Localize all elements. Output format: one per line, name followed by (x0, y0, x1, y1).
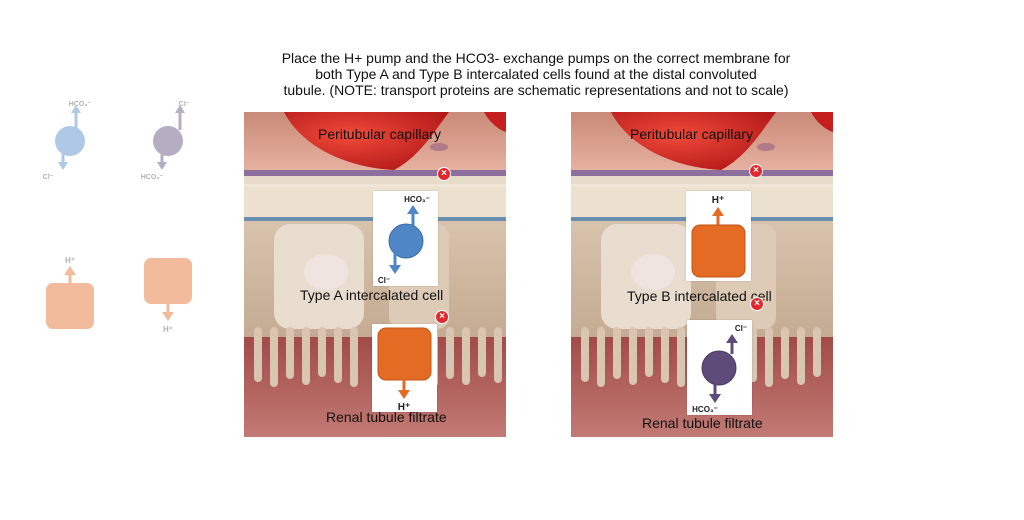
type-b-cell-label: Type B intercalated cell (627, 288, 772, 304)
type-a-bottom-ion: H⁺ (398, 402, 411, 412)
palette-pump-down[interactable]: H⁺ (140, 256, 196, 336)
type-a-top-in-ion: Cl⁻ (378, 276, 390, 285)
type-a-filtrate-label: Renal tubule filtrate (326, 409, 447, 425)
type-b-bottom-in-ion: HCO₃⁻ (692, 405, 718, 414)
palette-purple-out-ion: Cl⁻ (179, 101, 190, 108)
exchanger-blue-icon: HCO₃⁻ Cl⁻ (43, 101, 92, 181)
proton-pump-up-icon: H⁺ (691, 195, 746, 278)
type-a-bottom-remove-icon[interactable]: × (436, 311, 448, 323)
type-a-top-slot[interactable]: HCO₃⁻ Cl⁻ (373, 191, 438, 286)
proton-pump-down-icon: H⁺ (377, 327, 432, 412)
type-b-top-slot[interactable]: H⁺ (686, 191, 751, 281)
palette-pump-down-ion: H⁺ (163, 325, 173, 334)
type-b-bottom-remove-icon[interactable]: × (751, 298, 763, 310)
palette-pump-up[interactable]: H⁺ (42, 253, 98, 333)
exchanger-purple-icon: Cl⁻ HCO₃⁻ (141, 101, 190, 181)
palette-pump-up-ion: H⁺ (65, 256, 75, 265)
type-b-top-remove-icon[interactable]: × (750, 165, 762, 177)
type-a-top-out-ion: HCO₃⁻ (404, 195, 430, 204)
proton-pump-down-icon: H⁺ (144, 258, 192, 334)
type-b-capillary-label: Peritubular capillary (630, 126, 753, 142)
instructions: Place the H+ pump and the HCO3- exchange… (236, 50, 836, 98)
type-b-top-ion: H⁺ (712, 195, 725, 206)
instructions-line-2: both Type A and Type B intercalated cell… (315, 66, 757, 82)
instructions-line-1: Place the H+ pump and the HCO3- exchange… (281, 50, 791, 66)
type-a-cell-label: Type A intercalated cell (300, 287, 444, 303)
proton-pump-up-icon: H⁺ (46, 256, 94, 329)
exchanger-purple-icon: Cl⁻ HCO₃⁻ (692, 324, 747, 414)
type-b-bottom-out-ion: Cl⁻ (735, 324, 747, 333)
type-b-panel: Peritubular capillary × H⁺ Type B interc… (571, 112, 833, 437)
palette-exchanger-purple[interactable]: Cl⁻ HCO₃⁻ (140, 96, 200, 186)
type-a-capillary-label: Peritubular capillary (318, 126, 441, 142)
type-a-tissue-illustration (244, 112, 506, 437)
type-a-panel: Peritubular capillary × HCO₃⁻ Cl⁻ Type A… (244, 112, 506, 437)
palette-blue-out-ion: HCO₃⁻ (69, 101, 92, 108)
type-b-bottom-slot[interactable]: Cl⁻ HCO₃⁻ (687, 320, 752, 415)
type-a-bottom-slot[interactable]: H⁺ (372, 324, 437, 412)
type-a-top-remove-icon[interactable]: × (438, 168, 450, 180)
exchanger-blue-icon: HCO₃⁻ Cl⁻ (378, 195, 430, 285)
palette-exchanger-blue[interactable]: HCO₃⁻ Cl⁻ (38, 96, 98, 186)
palette-blue-in-ion: Cl⁻ (43, 174, 54, 181)
instructions-line-3: tubule. (NOTE: transport proteins are sc… (283, 82, 789, 98)
palette-purple-in-ion: HCO₃⁻ (141, 174, 164, 181)
type-b-filtrate-label: Renal tubule filtrate (642, 415, 763, 431)
